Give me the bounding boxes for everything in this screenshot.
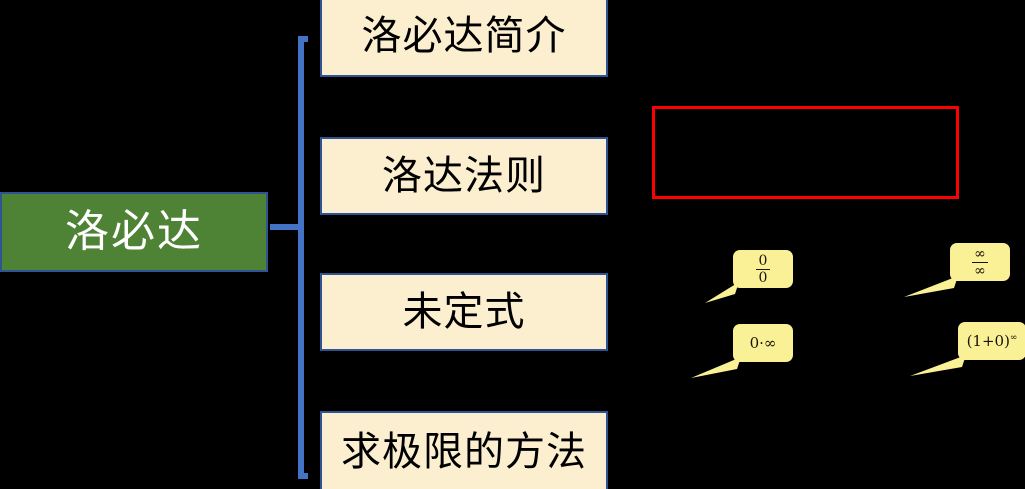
callout-text: 0·∞ (749, 333, 777, 352)
fraction-bar (756, 268, 770, 270)
callout-zero-times-infinity[interactable]: 0·∞ (691, 324, 793, 378)
root-node-label: 洛必达 (65, 206, 203, 257)
branch-node-rule[interactable]: 洛达法则 (320, 137, 608, 215)
fraction-numerator: ∞ (974, 245, 986, 262)
callout-text: 0 0 (733, 250, 793, 288)
branch-node-intro[interactable]: 洛必达简介 (320, 0, 608, 77)
bracket-svg (270, 36, 310, 479)
branch-node-indeterminate-form[interactable]: 未定式 (320, 273, 608, 351)
branch-node-limit-methods[interactable]: 求极限的方法 (320, 411, 608, 489)
fraction: 0 0 (756, 254, 770, 285)
fraction: ∞ ∞ (972, 247, 988, 278)
bracket-top-hook (298, 36, 310, 42)
callout-text: ∞ ∞ (950, 243, 1010, 281)
callout-one-plus-zero-to-infinity[interactable]: (1+0)∞ (910, 322, 1025, 376)
bracket-bottom-hook (298, 473, 310, 479)
bracket-connector (268, 30, 310, 485)
fraction-numerator: 0 (758, 252, 768, 269)
fraction-bar (972, 261, 988, 263)
fraction-denominator: ∞ (974, 262, 986, 279)
callout-bubble-shape (691, 324, 793, 378)
branch-node-label: 未定式 (402, 289, 526, 335)
fraction-denominator: 0 (758, 269, 768, 286)
branch-node-label: 洛必达简介 (361, 13, 567, 59)
power-exponent: ∞ (1009, 332, 1018, 343)
red-highlight-frame[interactable] (652, 106, 959, 199)
bracket-middle-stub (270, 224, 304, 230)
callout-infinity-over-infinity[interactable]: ∞ ∞ (904, 243, 1010, 297)
callout-text: (1+0)∞ (958, 322, 1025, 360)
branch-node-label: 洛达法则 (382, 153, 546, 199)
power-base: (1+0) (966, 331, 1010, 350)
bracket-spine (298, 36, 304, 479)
power-expression: (1+0)∞ (966, 331, 1018, 350)
root-node-luobida[interactable]: 洛必达 (0, 192, 268, 272)
branch-node-label: 求极限的方法 (341, 429, 587, 475)
callout-zero-over-zero[interactable]: 0 0 (705, 250, 793, 303)
callout-bubble-shape (910, 322, 1025, 376)
